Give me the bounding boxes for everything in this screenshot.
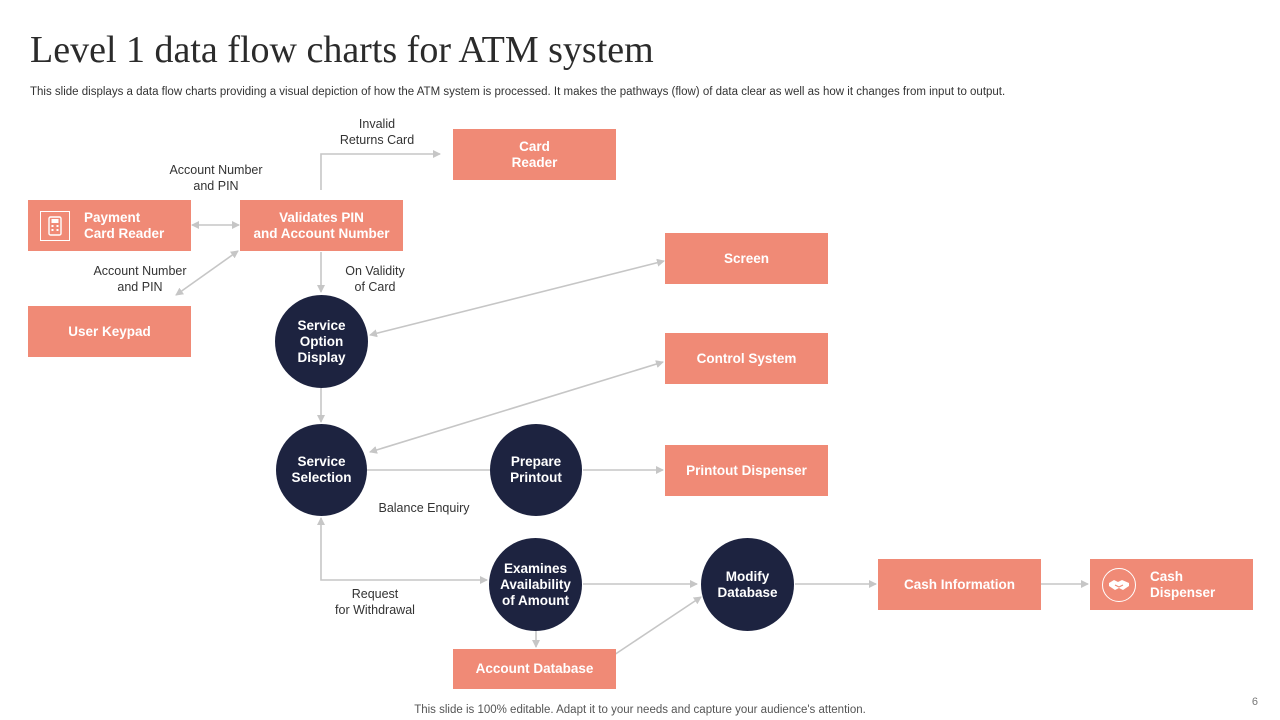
arrow-account-db-to-modify bbox=[613, 596, 702, 656]
label-account-number-pin-bottom: Account Number and PIN bbox=[93, 264, 187, 294]
payment-card-reader-box: Payment Card Reader bbox=[28, 200, 191, 251]
slide-subtitle: This slide displays a data flow charts p… bbox=[30, 86, 1006, 98]
handshake-icon bbox=[1102, 567, 1136, 602]
card-reader-box: Card Reader bbox=[453, 129, 616, 180]
cash-dispenser-label: Cash Dispenser bbox=[1150, 568, 1216, 600]
printout-dispenser-box: Printout Dispenser bbox=[665, 445, 828, 496]
cash-information-box: Cash Information bbox=[878, 559, 1041, 610]
cash-dispenser-box: Cash Dispenser bbox=[1090, 559, 1253, 610]
examines-availability-circle: Examines Availability of Amount bbox=[489, 538, 582, 631]
arrow-validate-to-card-reader bbox=[320, 150, 441, 190]
label-on-validity-of-card: On Validity of Card bbox=[345, 264, 405, 294]
prepare-printout-circle: Prepare Printout bbox=[490, 424, 582, 516]
arrow-selection-examines bbox=[317, 517, 488, 584]
label-account-number-pin-top: Account Number and PIN bbox=[169, 163, 263, 193]
label-invalid-returns-card: Invalid Returns Card bbox=[339, 117, 415, 147]
label-balance-enquiry: Balance Enquiry bbox=[378, 501, 470, 515]
footer-note: This slide is 100% editable. Adapt it to… bbox=[414, 704, 866, 716]
service-selection-circle: Service Selection bbox=[276, 424, 367, 516]
control-system-box: Control System bbox=[665, 333, 828, 384]
screen-box: Screen bbox=[665, 233, 828, 284]
modify-database-circle: Modify Database bbox=[701, 538, 794, 631]
user-keypad-box: User Keypad bbox=[28, 306, 191, 357]
payment-card-reader-label: Payment Card Reader bbox=[84, 209, 165, 241]
arrow-screen-service-option bbox=[369, 258, 665, 338]
label-request-for-withdrawal: Request for Withdrawal bbox=[335, 587, 415, 617]
arrow-keypad-validate bbox=[175, 250, 239, 296]
service-option-display-circle: Service Option Display bbox=[275, 295, 368, 388]
slide-title: Level 1 data flow charts for ATM system bbox=[30, 29, 654, 71]
page-number: 6 bbox=[1251, 696, 1258, 708]
account-database-box: Account Database bbox=[453, 649, 616, 689]
card-reader-icon bbox=[40, 210, 70, 241]
arrow-control-service-selection bbox=[369, 360, 664, 454]
validates-pin-box: Validates PIN and Account Number bbox=[240, 200, 403, 251]
